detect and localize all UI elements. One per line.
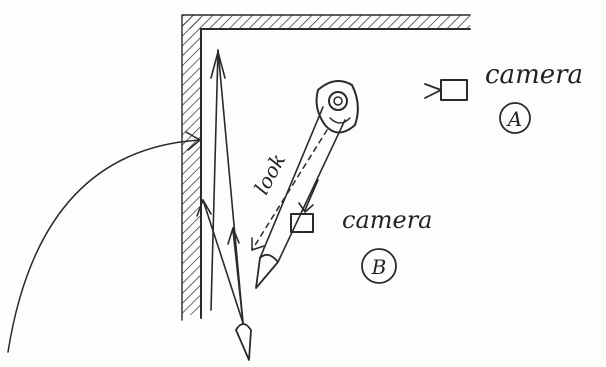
camera-a-icon (425, 80, 467, 100)
camera-a-label: camera (485, 60, 583, 90)
observer-eye-bottom (236, 324, 251, 360)
mirror-wall (182, 15, 470, 320)
reflection-lines (197, 50, 243, 323)
camera-b-label: camera (342, 206, 433, 234)
camera-a-letter: A (506, 107, 522, 131)
viewing-arc (8, 132, 200, 352)
camera-b-letter: B (371, 255, 387, 279)
look-label: look (249, 149, 290, 198)
